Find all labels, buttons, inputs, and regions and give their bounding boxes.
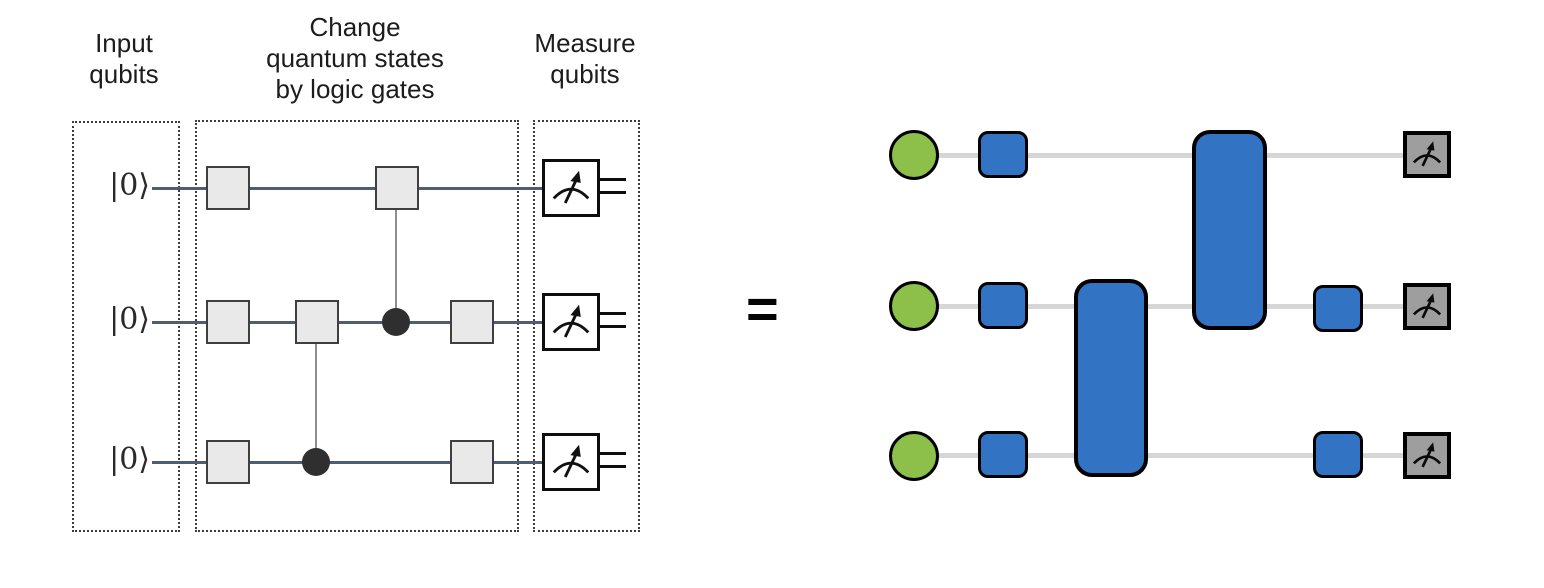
- tall-gate-block: [1074, 279, 1148, 477]
- measure-box: [542, 433, 600, 491]
- gate-box: [206, 300, 250, 344]
- control-line: [315, 344, 317, 462]
- qubit-wire: [914, 453, 1427, 458]
- measure-box-right: [1403, 432, 1451, 479]
- gate-block: [978, 131, 1028, 178]
- meter-icon: [552, 304, 590, 338]
- qubit-circle: [889, 130, 939, 180]
- ket-label: |0⟩: [109, 168, 150, 203]
- classical-wire: [599, 325, 626, 328]
- meter-icon: [1412, 293, 1442, 319]
- qubit-circle: [889, 281, 939, 331]
- qubit-wire: [914, 153, 1427, 158]
- meter-icon: [1412, 442, 1442, 468]
- classical-wire: [599, 178, 626, 181]
- measure-box: [542, 293, 600, 351]
- qubit-wire: [914, 304, 1427, 309]
- logic-gates-label: Change quantum states by logic gates: [266, 12, 444, 104]
- gate-block: [1313, 285, 1363, 332]
- input-qubits-box: [72, 121, 180, 532]
- input-qubits-label: Input qubits: [89, 28, 159, 89]
- tall-gate-block: [1192, 130, 1267, 330]
- measure-qubits-label: Measure qubits: [534, 28, 636, 89]
- equals-sign: =: [746, 277, 779, 340]
- classical-wire: [599, 452, 626, 455]
- gate-box: [295, 300, 339, 344]
- measure-box-right: [1403, 131, 1451, 178]
- gate-block: [1313, 431, 1363, 478]
- gate-box: [375, 166, 419, 210]
- control-dot: [382, 308, 410, 336]
- gate-box: [450, 440, 494, 484]
- gate-block: [978, 282, 1028, 329]
- qubit-wire: [152, 461, 542, 464]
- meter-icon: [1412, 141, 1442, 167]
- measure-qubits-box: [533, 120, 640, 532]
- control-dot: [302, 448, 330, 476]
- meter-icon: [552, 444, 590, 478]
- ket-label: |0⟩: [109, 302, 150, 337]
- measure-box-right: [1403, 283, 1451, 330]
- ket-label: |0⟩: [109, 442, 150, 477]
- classical-wire: [599, 465, 626, 468]
- classical-wire: [599, 312, 626, 315]
- control-line: [395, 210, 397, 322]
- qubit-wire: [152, 321, 542, 324]
- gate-block: [978, 431, 1028, 478]
- classical-wire: [599, 191, 626, 194]
- qubit-circle: [889, 431, 939, 481]
- measure-box: [542, 159, 600, 217]
- meter-icon: [552, 170, 590, 204]
- gate-box: [450, 300, 494, 344]
- qubit-wire: [152, 187, 542, 190]
- gate-box: [206, 166, 250, 210]
- logic-gates-box: [195, 120, 519, 532]
- gate-box: [206, 440, 250, 484]
